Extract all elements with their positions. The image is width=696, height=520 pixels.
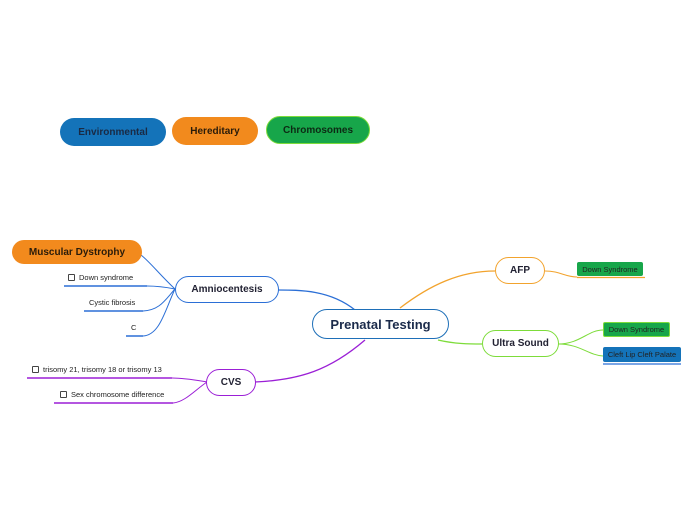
link-us-down bbox=[557, 329, 604, 345]
link-sex bbox=[172, 381, 208, 404]
subtopic-label: Sex chromosome difference bbox=[71, 389, 165, 399]
subtopic-label: C bbox=[131, 322, 137, 332]
checkbox-icon[interactable] bbox=[32, 365, 39, 373]
checkbox-icon[interactable] bbox=[68, 273, 75, 281]
central-topic[interactable]: Prenatal Testing bbox=[312, 309, 449, 339]
subtopic-down-syndrome[interactable]: Down syndrome bbox=[68, 271, 133, 283]
ultrasound-down-syndrome-tag[interactable]: Down Syndrome bbox=[603, 322, 670, 337]
legend-chromosomes[interactable]: Chromosomes bbox=[266, 116, 370, 144]
link-amniocentesis bbox=[277, 289, 356, 311]
subtopic-c[interactable]: C bbox=[131, 321, 136, 333]
topic-cvs[interactable]: CVS bbox=[206, 369, 256, 396]
link-cystic bbox=[142, 288, 176, 312]
link-cvs bbox=[254, 339, 366, 383]
subtopic-trisomy[interactable]: trisomy 21, trisomy 18 or trisomy 13 bbox=[32, 363, 162, 375]
link-down bbox=[146, 285, 176, 290]
checkbox-icon[interactable] bbox=[60, 390, 67, 398]
muscular-dystrophy-node[interactable]: Muscular Dystrophy bbox=[12, 240, 142, 264]
link-ultrasound bbox=[437, 339, 483, 345]
link-afp-down bbox=[544, 270, 578, 278]
subtopic-label: Cystic fibrosis bbox=[89, 297, 136, 307]
topic-afp[interactable]: AFP bbox=[495, 257, 545, 284]
subtopic-label: Down syndrome bbox=[79, 272, 134, 282]
topic-amniocentesis[interactable]: Amniocentesis bbox=[175, 276, 279, 303]
ultrasound-cleft-tag[interactable]: Cleft Lip Cleft Palate bbox=[603, 347, 681, 362]
legend-environmental[interactable]: Environmental bbox=[60, 118, 166, 146]
link-afp bbox=[399, 270, 496, 309]
legend-hereditary[interactable]: Hereditary bbox=[172, 117, 258, 145]
subtopic-label: trisomy 21, trisomy 18 or trisomy 13 bbox=[43, 364, 162, 374]
link-us-cleft bbox=[557, 343, 604, 357]
topic-ultra-sound[interactable]: Ultra Sound bbox=[482, 330, 559, 357]
link-trisomy bbox=[171, 377, 208, 383]
link-c bbox=[142, 288, 176, 337]
afp-down-syndrome-tag[interactable]: Down Syndrome bbox=[577, 262, 643, 276]
subtopic-cystic-fibrosis[interactable]: Cystic fibrosis bbox=[89, 296, 135, 308]
subtopic-sex-chromosome[interactable]: Sex chromosome difference bbox=[60, 388, 164, 400]
link-muscular bbox=[140, 254, 176, 290]
